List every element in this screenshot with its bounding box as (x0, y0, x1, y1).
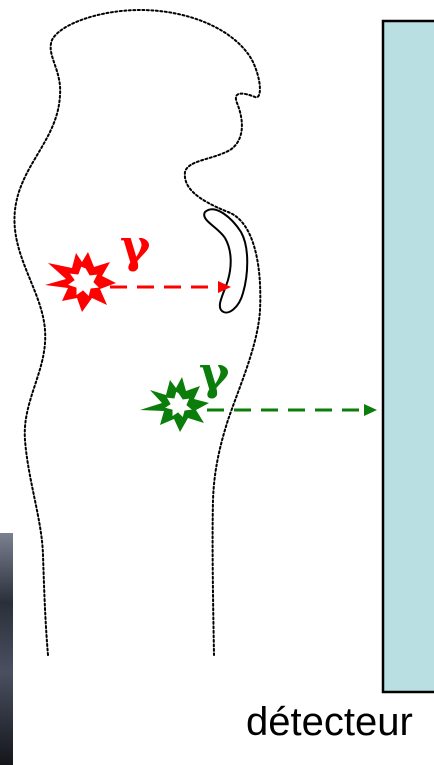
organ-outline (204, 209, 247, 312)
body-outline (14, 10, 260, 655)
green-arrowhead (364, 404, 377, 416)
photo-strip (0, 533, 13, 765)
red-gamma-label: γ (120, 219, 151, 273)
detector-label: détecteur (246, 702, 413, 742)
detector-panel (383, 21, 434, 692)
green-gamma-label: γ (199, 346, 230, 400)
